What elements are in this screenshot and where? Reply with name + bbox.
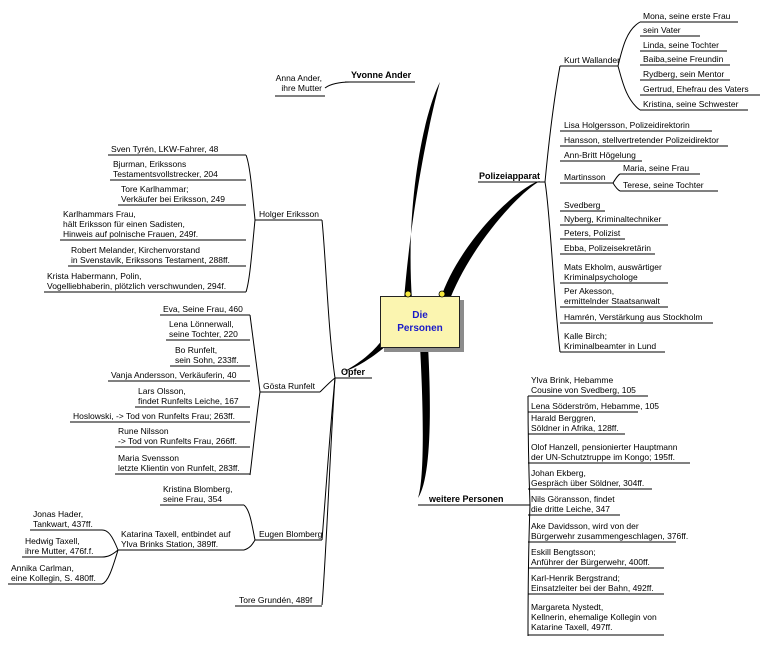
node-holger-item[interactable]: Krista Habermann, Polin, Vogelliebhaberi… <box>47 271 227 291</box>
node-weitere[interactable]: Olof Hanzell, pensionierter Hauptmann de… <box>531 442 678 462</box>
node-katarina-item[interactable]: Jonas Hader, Tankwart, 437ff. <box>33 509 93 529</box>
node-goesta-item[interactable]: Bo Runfelt, sein Sohn, 233ff. <box>175 345 239 365</box>
branch-opfer[interactable]: Opfer <box>341 367 366 377</box>
node-weitere[interactable]: Ake Davidsson, wird von der Bürgerwehr z… <box>531 521 689 541</box>
node-polizei[interactable]: Ebba, Polizeisekretärin <box>564 243 651 253</box>
node-goesta-item[interactable]: Lena Lönnerwall, seine Tochter, 220 <box>169 319 238 339</box>
node-polizei[interactable]: Hansson, stellvertretender Polizeidirekt… <box>564 135 719 145</box>
node-goesta-item[interactable]: Eva, Seine Frau, 460 <box>163 304 243 314</box>
node-holger-item[interactable]: Robert Melander, Kirchenvorstand in Sven… <box>71 245 230 265</box>
node-weitere[interactable]: Margareta Nystedt, Kellnerin, ehemalige … <box>531 602 657 632</box>
node-goesta-item[interactable]: Rune Nilsson -> Tod von Runfelts Frau, 2… <box>118 426 237 446</box>
node-polizei[interactable]: Mats Ekholm, auswärtiger Kriminalpsychol… <box>564 262 662 282</box>
node-goesta-item[interactable]: Vanja Andersson, Verkäuferin, 40 <box>111 370 237 380</box>
node-weitere[interactable]: Johan Ekberg, Gespräch über Söldner, 304… <box>531 468 645 488</box>
node-weitere[interactable]: Ylva Brink, Hebamme Cousine von Svedberg… <box>531 375 636 395</box>
pin-icon <box>438 290 446 298</box>
central-topic[interactable]: Die Personen <box>380 296 460 348</box>
node-wallander-family[interactable]: Linda, seine Tochter <box>643 40 719 50</box>
node-weitere[interactable]: Lena Söderström, Hebamme, 105 <box>531 401 660 411</box>
node-wallander-family[interactable]: Mona, seine erste Frau <box>643 11 731 21</box>
node-polizei[interactable]: Svedberg <box>564 200 601 210</box>
node-polizei[interactable]: Hamrén, Verstärkung aus Stockholm <box>564 312 703 322</box>
node-martinsson[interactable]: Martinsson <box>564 172 606 182</box>
node-kristina-blomberg[interactable]: Kristina Blomberg, seine Frau, 354 <box>163 484 233 504</box>
main-branch-yvonne <box>404 82 440 300</box>
branch-weitere-personen[interactable]: weitere Personen <box>429 494 504 504</box>
main-branch-opfer <box>343 334 392 372</box>
node-holger-item[interactable]: Sven Tyrén, LKW-Fahrer, 48 <box>111 144 219 154</box>
pin-icon <box>404 290 412 298</box>
node-holger-item[interactable]: Bjurman, Erikssons Testamentsvollstrecke… <box>113 159 218 179</box>
node-kurt-wallander[interactable]: Kurt Wallander <box>564 55 620 65</box>
node-katarina-item[interactable]: Annika Carlman, eine Kollegin, S. 480ff. <box>11 563 96 583</box>
node-polizei[interactable]: Peters, Polizist <box>564 228 621 238</box>
node-goesta-item[interactable]: Maria Svensson letzte Klientin von Runfe… <box>118 453 240 473</box>
node-weitere[interactable]: Harald Berggren, Söldner in Afrika, 128f… <box>531 413 619 433</box>
node-wallander-family[interactable]: Baiba,seine Freundin <box>643 54 724 64</box>
node-katarina-item[interactable]: Hedwig Taxell, ihre Mutter, 476f.f. <box>25 536 94 556</box>
branch-yvonne-ander[interactable]: Yvonne Ander <box>351 70 412 80</box>
node-holger-eriksson[interactable]: Holger Eriksson <box>259 209 319 219</box>
main-branch-polizei <box>440 181 540 304</box>
central-topic-line1: Die <box>412 310 428 321</box>
node-goesta-runfelt[interactable]: Gösta Runfelt <box>263 381 315 391</box>
node-polizei[interactable]: Ann-Britt Högelung <box>564 150 636 160</box>
node-polizei[interactable]: Kalle Birch; Kriminalbeamter in Lund <box>564 331 657 351</box>
central-topic-line2: Personen <box>397 323 443 334</box>
node-polizei[interactable]: Lisa Holgersson, Polizeidirektorin <box>564 120 690 130</box>
node-weitere[interactable]: Nils Göransson, findet die dritte Leiche… <box>531 494 615 514</box>
node-holger-item[interactable]: Karlhammars Frau, hält Eriksson für eine… <box>63 209 199 239</box>
node-holger-item[interactable]: Tore Karlhammar; Verkäufer bei Eriksson,… <box>121 184 225 204</box>
node-katarina-taxell[interactable]: Katarina Taxell, entbindet auf Ylva Brin… <box>121 529 231 549</box>
node-eugen-blomberg[interactable]: Eugen Blomberg <box>259 529 323 539</box>
branch-polizeiapparat[interactable]: Polizeiapparat <box>479 171 541 181</box>
node-martinsson-family[interactable]: Terese, seine Tochter <box>623 180 704 190</box>
node-polizei[interactable]: Per Akesson, ermittelnder Staatsanwalt <box>564 286 660 306</box>
node-polizei[interactable]: Nyberg, Kriminaltechniker <box>564 214 662 224</box>
main-branch-weitere <box>418 346 430 498</box>
node-goesta-item[interactable]: Lars Olsson, findet Runfelts Leiche, 167 <box>138 386 239 406</box>
node-anna-ander[interactable]: Anna Ander, ihre Mutter <box>275 73 322 93</box>
node-martinsson-family[interactable]: Maria, seine Frau <box>623 163 690 173</box>
node-wallander-family[interactable]: Gertrud, Ehefrau des Vaters <box>643 84 749 94</box>
node-tore-grunden[interactable]: Tore Grundén, 489f <box>239 595 313 605</box>
node-weitere[interactable]: Eskill Bengtsson; Anführer der Bürgerweh… <box>531 547 650 567</box>
node-wallander-family[interactable]: Rydberg, sein Mentor <box>643 69 725 79</box>
node-wallander-family[interactable]: Kristina, seine Schwester <box>643 99 739 109</box>
node-wallander-family[interactable]: sein Vater <box>643 25 681 35</box>
node-weitere[interactable]: Karl-Henrik Bergstrand; Einsatzleiter be… <box>531 573 654 593</box>
node-goesta-item[interactable]: Hoslowski, -> Tod von Runfelts Frau; 263… <box>73 411 235 421</box>
